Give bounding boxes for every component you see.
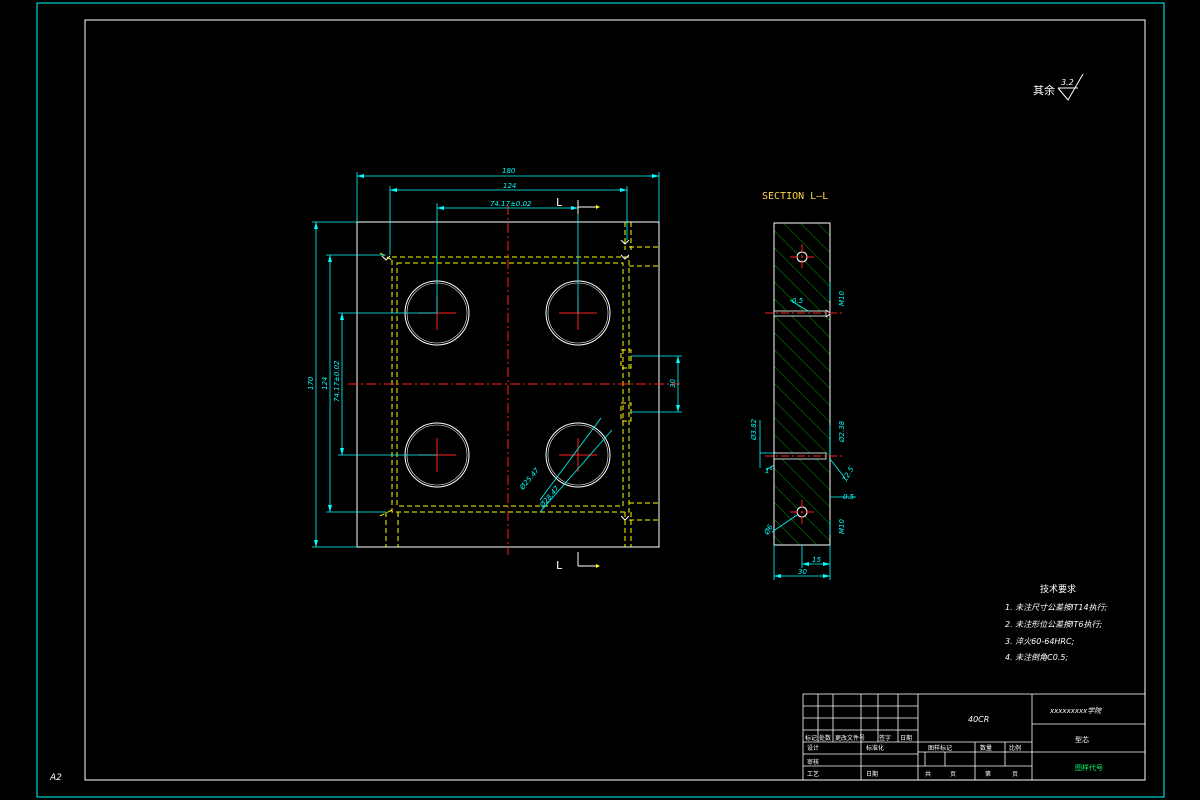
- section-cut-marks: [577, 200, 598, 567]
- dim-overall-height: 170: [307, 376, 315, 390]
- dim-port-spacing: 30: [669, 379, 677, 388]
- hole-bottom-right: [545, 422, 611, 488]
- plan-view: 180 124 74.17±0.02 170 124 74.17±0.02 30…: [307, 167, 682, 572]
- tb-hdr-2: 处数: [819, 734, 831, 742]
- sheet-inner-border: [84, 19, 1146, 781]
- surface-finish-value: 3.2: [1061, 78, 1074, 87]
- section-title: SECTION L—L: [762, 191, 828, 202]
- dim-hole-dia: Ø25.47: [518, 466, 542, 492]
- tb-hdr-5: 日期: [900, 734, 912, 742]
- tb-left-4: 工艺: [807, 770, 819, 778]
- sec-dim-d5: 1°: [765, 467, 773, 475]
- sec-dim-d8: M10: [838, 519, 846, 534]
- plan-centerlines: [348, 205, 680, 555]
- dim-hole-spot: Ø28.47: [538, 484, 562, 510]
- tech-notes-title: 技术要求: [1040, 583, 1076, 595]
- sec-dim-d9: Ø6: [762, 523, 775, 537]
- sheet-outer-border: [36, 2, 1165, 798]
- title-block: [802, 693, 1146, 781]
- tech-notes: 技术要求 1. 未注尺寸公差按IT14执行; 2. 未注形位公差按IT6执行; …: [1005, 583, 1108, 662]
- sec-dim-d4: Ø2.38: [838, 420, 846, 443]
- tb-mid-3: 比例: [1009, 744, 1021, 752]
- tb-left-1: 设计: [807, 744, 819, 752]
- roughness-icon: [1057, 73, 1084, 101]
- sec-dim-d7: 0.5: [843, 493, 855, 501]
- section-view: SECTION L—L: [750, 191, 856, 580]
- dim-hole-outer-height: 124: [321, 377, 329, 390]
- tb-bottom-2: 页: [950, 771, 956, 778]
- plan-dimension-lines: [312, 172, 682, 548]
- tb-bottom-3: 第: [985, 770, 991, 778]
- tech-note-4: 4. 未注倒角C0.5;: [1005, 653, 1068, 662]
- tb-hdr-4: 签字: [879, 734, 891, 742]
- sec-dim-d2: M10: [838, 291, 846, 306]
- tb-left-2: 标准化: [866, 744, 884, 752]
- sec-dim-d1: 0.5: [792, 297, 804, 305]
- section-centerlines: [765, 244, 842, 524]
- sec-dim-d6: 12.5: [841, 465, 856, 483]
- tb-drawing-no: 图样代号: [1075, 763, 1103, 772]
- tb-school: xxxxxxxxx学院: [1049, 707, 1102, 715]
- tb-part-name: 型芯: [1075, 735, 1089, 744]
- tb-mid-2: 数量: [980, 744, 992, 752]
- tb-hdr-1: 标记: [805, 734, 817, 742]
- sec-dim-half-width: 15: [812, 556, 821, 564]
- tb-bottom-1: 共: [925, 770, 931, 778]
- tb-left-3: 审核: [807, 758, 819, 766]
- surface-finish-prefix: 其余: [1033, 83, 1055, 97]
- section-hatch: [774, 223, 830, 545]
- surface-finish-symbol: 其余 3.2: [1033, 73, 1084, 101]
- tech-note-3: 3. 淬火60-64HRC;: [1005, 637, 1075, 646]
- dim-hole-outer-width: 124: [503, 182, 516, 190]
- tb-mid-1: 图样标记: [928, 744, 952, 752]
- section-mark-top: L: [556, 196, 563, 209]
- dim-hole-pitch-y: 74.17±0.02: [333, 360, 341, 402]
- sheet-size-label: A2: [49, 773, 62, 783]
- tb-bottom-4: 页: [1012, 771, 1018, 778]
- dim-hole-pitch-x: 74.17±0.02: [490, 200, 532, 208]
- dim-overall-width: 180: [502, 167, 516, 175]
- tb-hdr-3: 更改文件号: [835, 734, 865, 742]
- plan-dimension-arrows: [314, 174, 680, 547]
- tech-note-2: 2. 未注形位公差按IT6执行;: [1005, 620, 1103, 629]
- sec-dim-d3: Ø3.82: [750, 418, 758, 441]
- tb-material: 40CR: [968, 715, 989, 724]
- tb-left-5: 日期: [866, 770, 878, 778]
- section-mark-bottom: L: [556, 559, 563, 572]
- tech-note-1: 1. 未注尺寸公差按IT14执行;: [1005, 603, 1108, 612]
- sec-dim-width: 30: [798, 568, 807, 576]
